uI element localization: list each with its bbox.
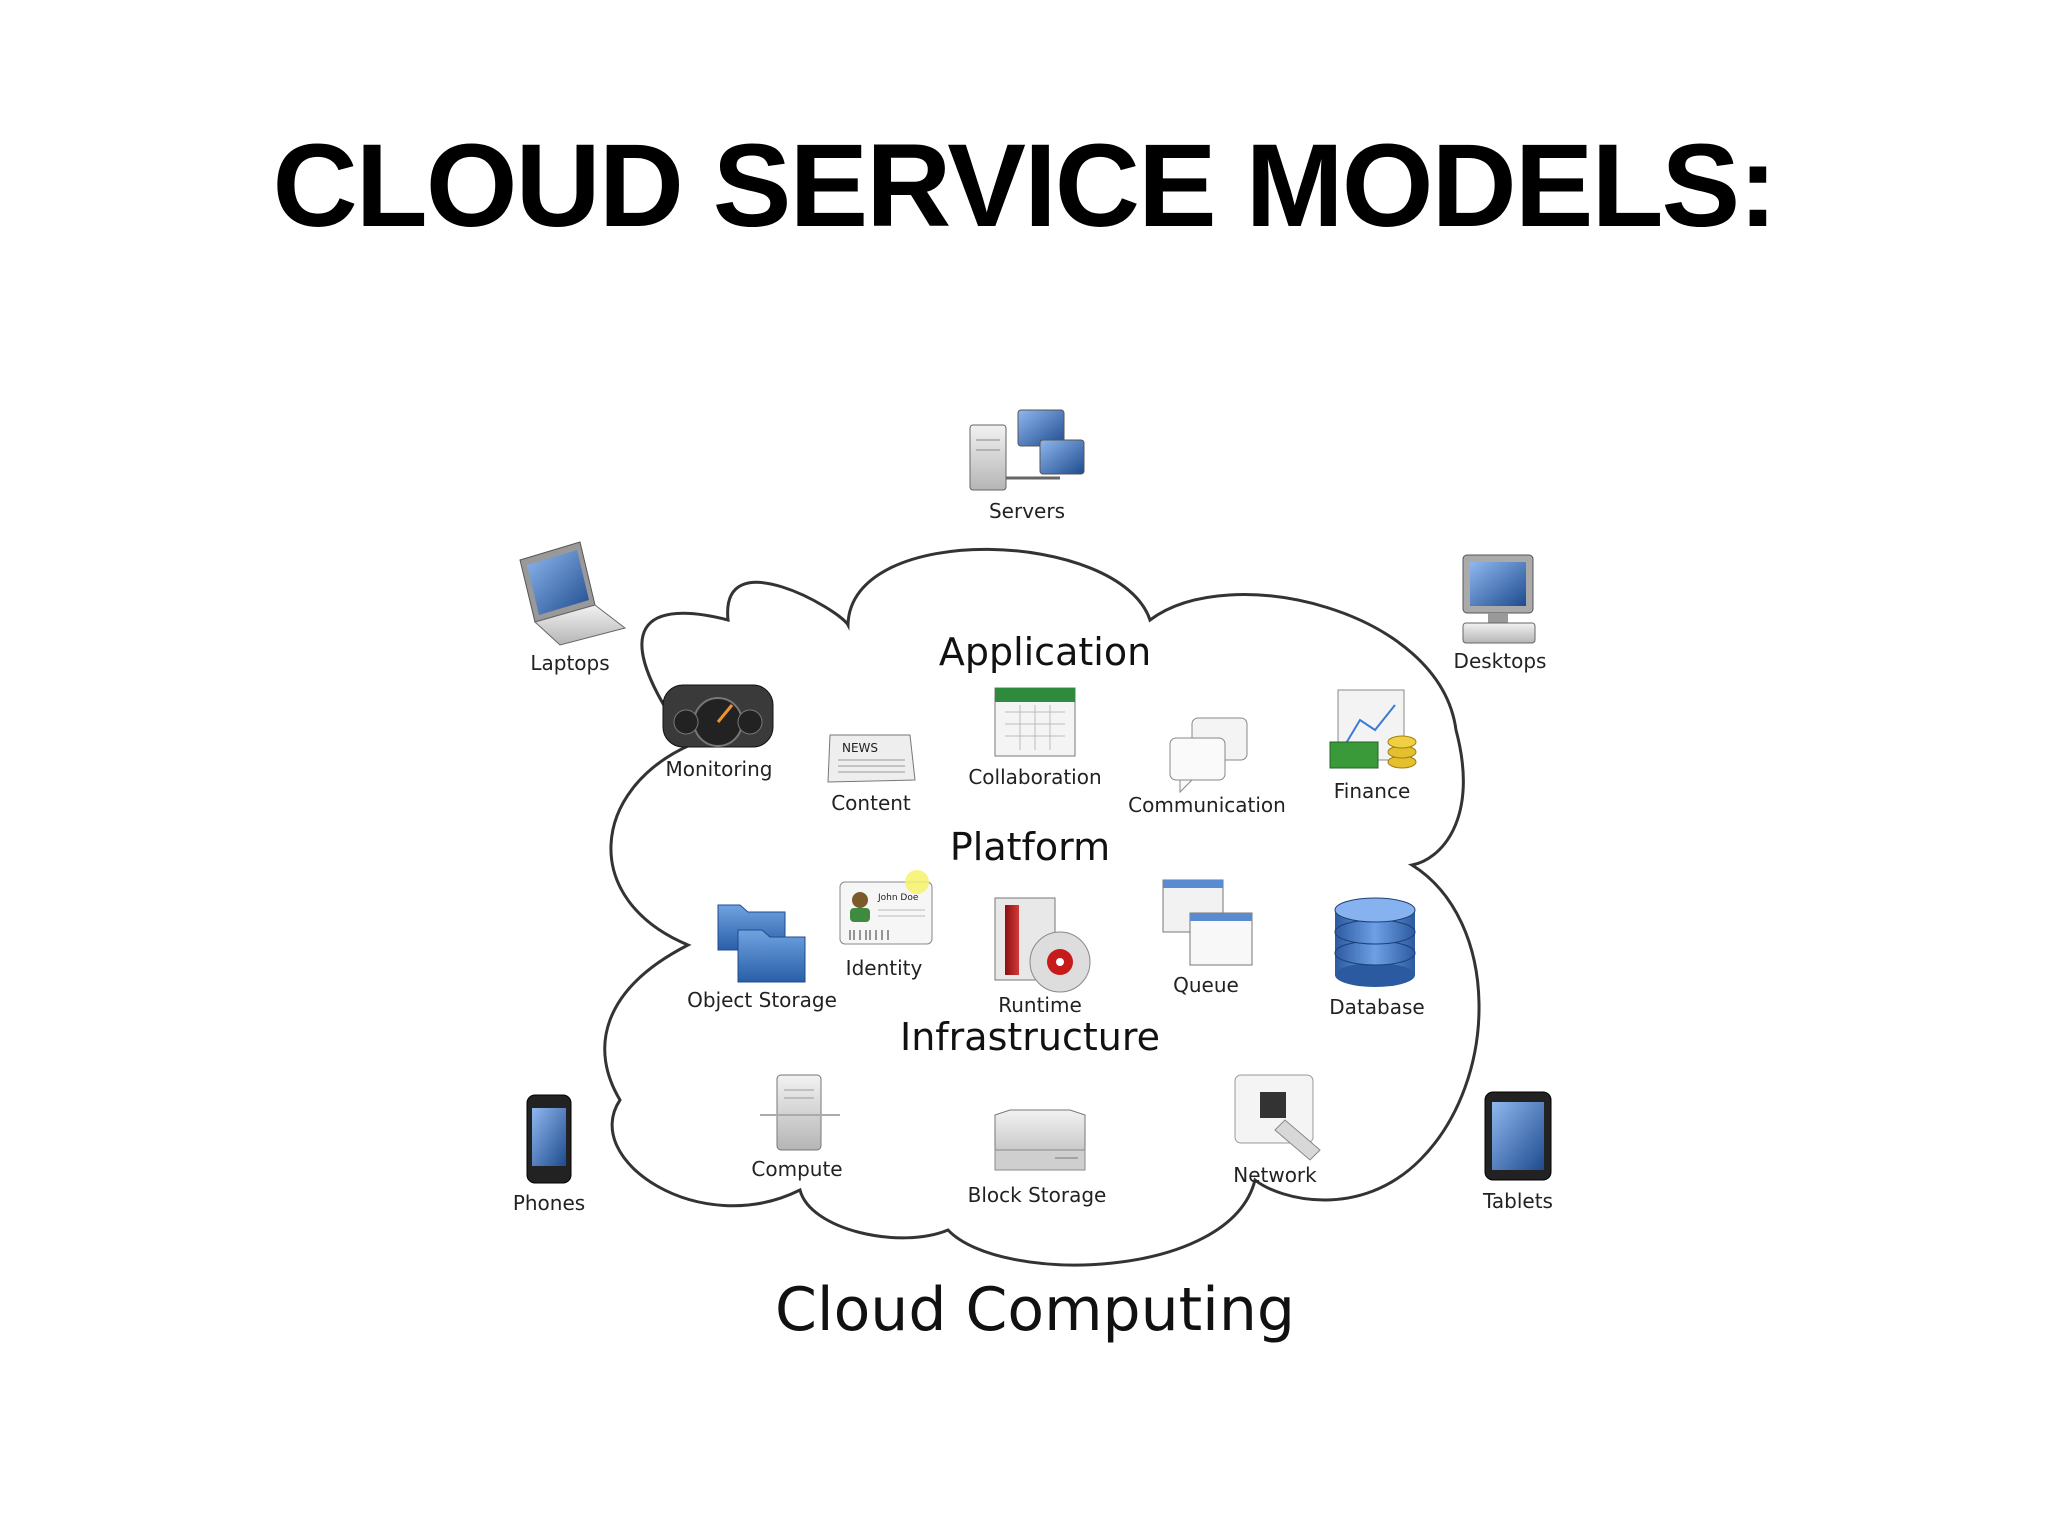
platform-heading: Platform [950,825,1110,869]
network-socket-icon [1234,1074,1321,1161]
phone-icon [526,1094,572,1184]
queue-label: Queue [1173,973,1239,997]
database-label: Database [1329,995,1424,1019]
tablets-label: Tablets [1482,1189,1553,1213]
identity-card-icon: John Doe [839,870,933,945]
desktop-icon [1462,554,1536,644]
finance-chart-coins-icon [1329,689,1417,769]
laptop-icon [519,541,627,646]
content-label: Content [831,791,911,815]
compute-label: Compute [751,1157,842,1181]
compute-server-icon [760,1074,840,1151]
servers-icon [969,409,1085,491]
block-storage-drive-icon [994,1109,1086,1171]
network-label: Network [1233,1163,1317,1187]
news-label: NEWS [842,741,878,755]
database-icon [1334,897,1416,987]
diagram-caption: Cloud Computing [775,1275,1295,1345]
runtime-label: Runtime [998,993,1082,1017]
desktops-label: Desktops [1454,649,1547,673]
monitoring-icon [662,684,774,748]
communication-label: Communication [1128,793,1286,817]
finance-label: Finance [1334,779,1411,803]
object-storage-folder-icon [717,904,806,983]
application-heading: Application [939,630,1151,674]
queue-windows-icon [1162,879,1253,966]
monitoring-label: Monitoring [666,757,773,781]
object-storage-label: Object Storage [687,988,837,1012]
block-storage-label: Block Storage [968,1183,1107,1207]
communication-bubbles-icon [1169,717,1248,794]
identity-card-name: John Doe [877,893,919,903]
tablet-icon [1484,1091,1552,1181]
slide-title: CLOUD SERVICE MODELS: [272,120,1777,252]
identity-label: Identity [846,956,923,980]
phones-label: Phones [513,1191,585,1215]
content-news-icon: NEWS [827,734,916,783]
runtime-icon [994,897,1091,993]
collaboration-label: Collaboration [968,765,1101,789]
laptops-label: Laptops [530,651,609,675]
collaboration-calendar-icon [994,687,1076,757]
servers-label: Servers [989,499,1065,523]
infrastructure-heading: Infrastructure [900,1015,1160,1059]
